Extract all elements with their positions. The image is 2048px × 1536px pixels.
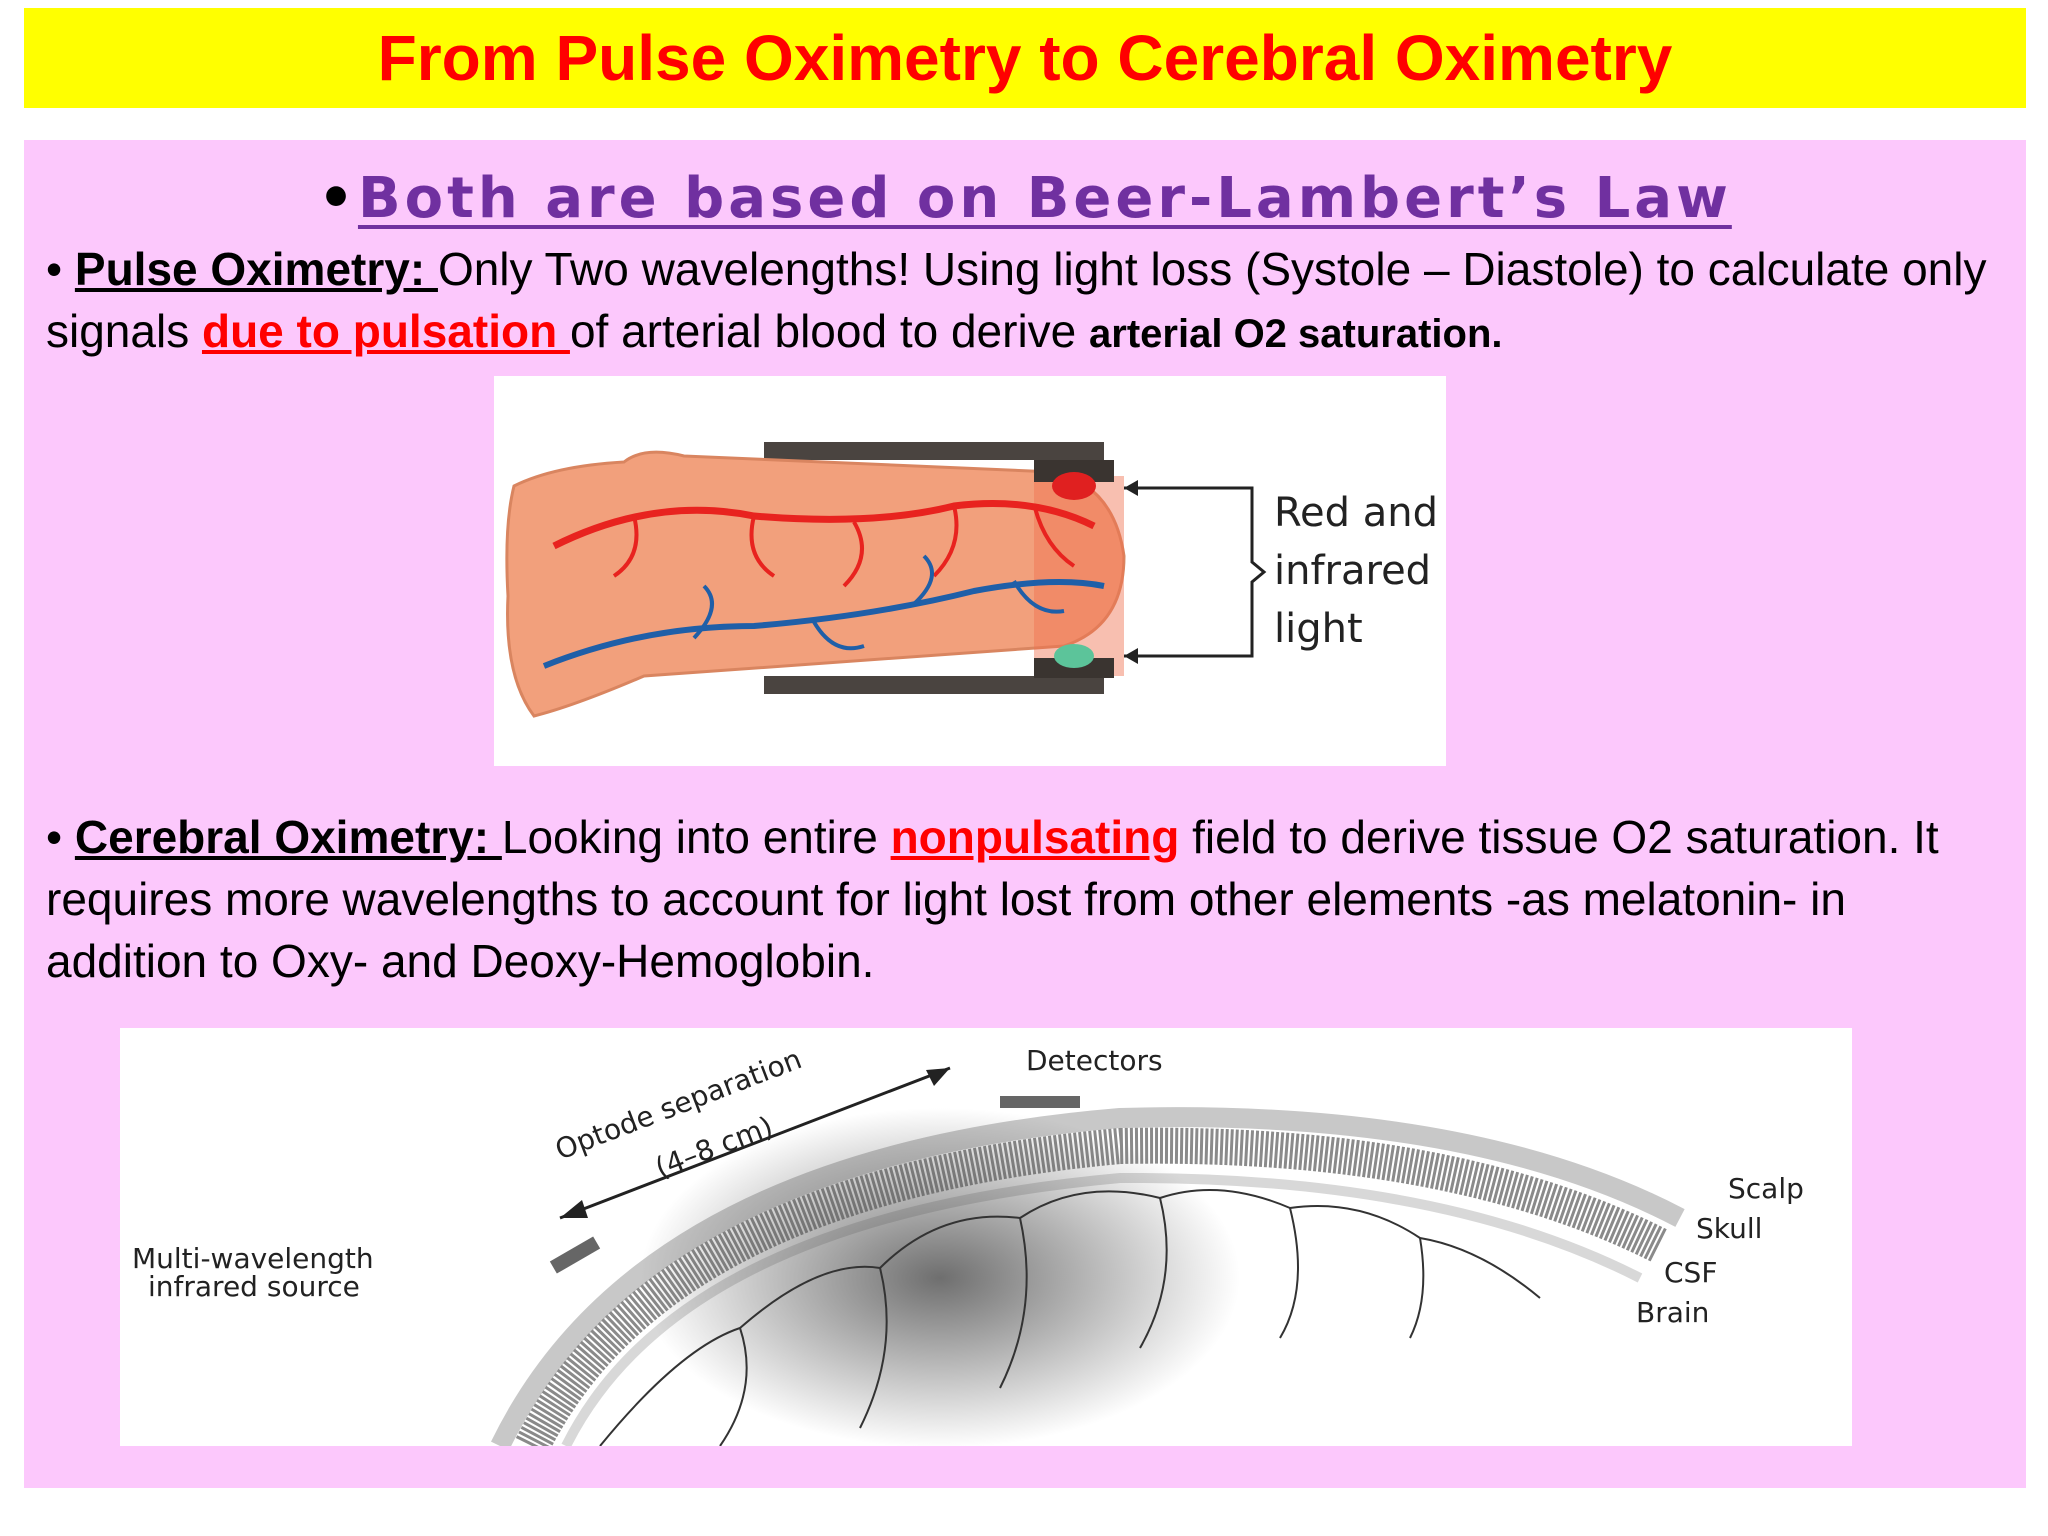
layer-label-scalp: Scalp: [1728, 1172, 1804, 1205]
arrow-bottom-head: [1124, 648, 1138, 664]
layer-label-csf: CSF: [1664, 1256, 1717, 1289]
light-path-shading: [640, 1108, 1240, 1448]
pulse-text-2: of arterial blood to derive: [569, 305, 1090, 357]
cerebral-oximetry-paragraph: • Cerebral Oximetry: Looking into entire…: [46, 806, 2006, 992]
brain-sulci: [719, 1197, 1425, 1447]
vein-main: [542, 579, 1105, 669]
cerebral-label: Cerebral Oximetry:: [74, 811, 502, 863]
law-text: Both are based on Beer-Lambert’s Law: [357, 166, 1732, 231]
pulse-bold-tail: arterial O2 saturation.: [1089, 312, 1503, 356]
law-bullet: •: [318, 166, 358, 231]
cerebral-text-2: field to derive tissue O2 saturation. It…: [46, 811, 1939, 987]
optode-arrow: [559, 1066, 951, 1220]
cerebral-bullet: •: [46, 811, 75, 863]
bracket: [1234, 486, 1267, 658]
pulse-text-1: Only Two wavelengths! Using light loss (…: [46, 243, 1987, 357]
optode-arrow-head-right: [926, 1068, 950, 1086]
pulse-oximetry-paragraph: • Pulse Oximetry: Only Two wavelengths! …: [46, 238, 2006, 365]
pulse-highlight: due to pulsation: [201, 305, 570, 357]
fig1-label-line3: light: [1274, 606, 1363, 652]
arrow-top-head: [1124, 480, 1138, 496]
finger-pulse-oximeter-figure: Red and infrared light: [494, 376, 1446, 766]
scalp-layer: [491, 1107, 1685, 1451]
layer-label-brain: Brain: [1636, 1296, 1709, 1329]
law-heading: •Both are based on Beer-Lambert’s Law: [24, 166, 2026, 231]
cerebral-highlight: nonpulsating: [890, 811, 1180, 863]
cerebral-oximeter-figure: Optode separation (4–8 cm) Detectors Mul…: [120, 1028, 1852, 1455]
title-bar: From Pulse Oximetry to Cerebral Oximetry: [24, 8, 2026, 108]
detectors-label: Detectors: [1026, 1044, 1163, 1077]
fig1-label-line1: Red and: [1274, 490, 1438, 536]
source-label-line2: infrared source: [148, 1270, 360, 1303]
source-optode: [549, 1236, 601, 1274]
photodetector: [1054, 644, 1094, 668]
detector-optodes: [1000, 1096, 1080, 1108]
source-label-line1: Multi-wavelength: [132, 1242, 374, 1275]
cerebral-text-1: Looking into entire: [501, 811, 891, 863]
content-panel: •Both are based on Beer-Lambert’s Law • …: [24, 140, 2026, 1488]
artery-main: [552, 500, 1096, 550]
vein-branches: [692, 554, 1065, 651]
fig1-label-line2: infrared: [1274, 548, 1431, 594]
pulse-bullet: •: [46, 243, 75, 295]
head-cross-section: Optode separation (4–8 cm) Detectors Mul…: [132, 1042, 1804, 1455]
emitter-housing: [1034, 460, 1114, 482]
pulse-label: Pulse Oximetry:: [74, 243, 438, 295]
finger-illustration: Red and infrared light: [505, 442, 1438, 718]
sensor-top-bar: [764, 442, 1104, 460]
sensor-bottom-bar: [764, 676, 1104, 694]
brain-surface: [599, 1189, 1541, 1447]
finger-shape: [505, 450, 1126, 718]
artery-branches: [612, 503, 1076, 588]
slide-title: From Pulse Oximetry to Cerebral Oximetry: [377, 22, 1673, 94]
optode-arrow-head-left: [560, 1200, 588, 1218]
layer-label-skull: Skull: [1696, 1212, 1762, 1245]
red-led: [1052, 472, 1096, 500]
